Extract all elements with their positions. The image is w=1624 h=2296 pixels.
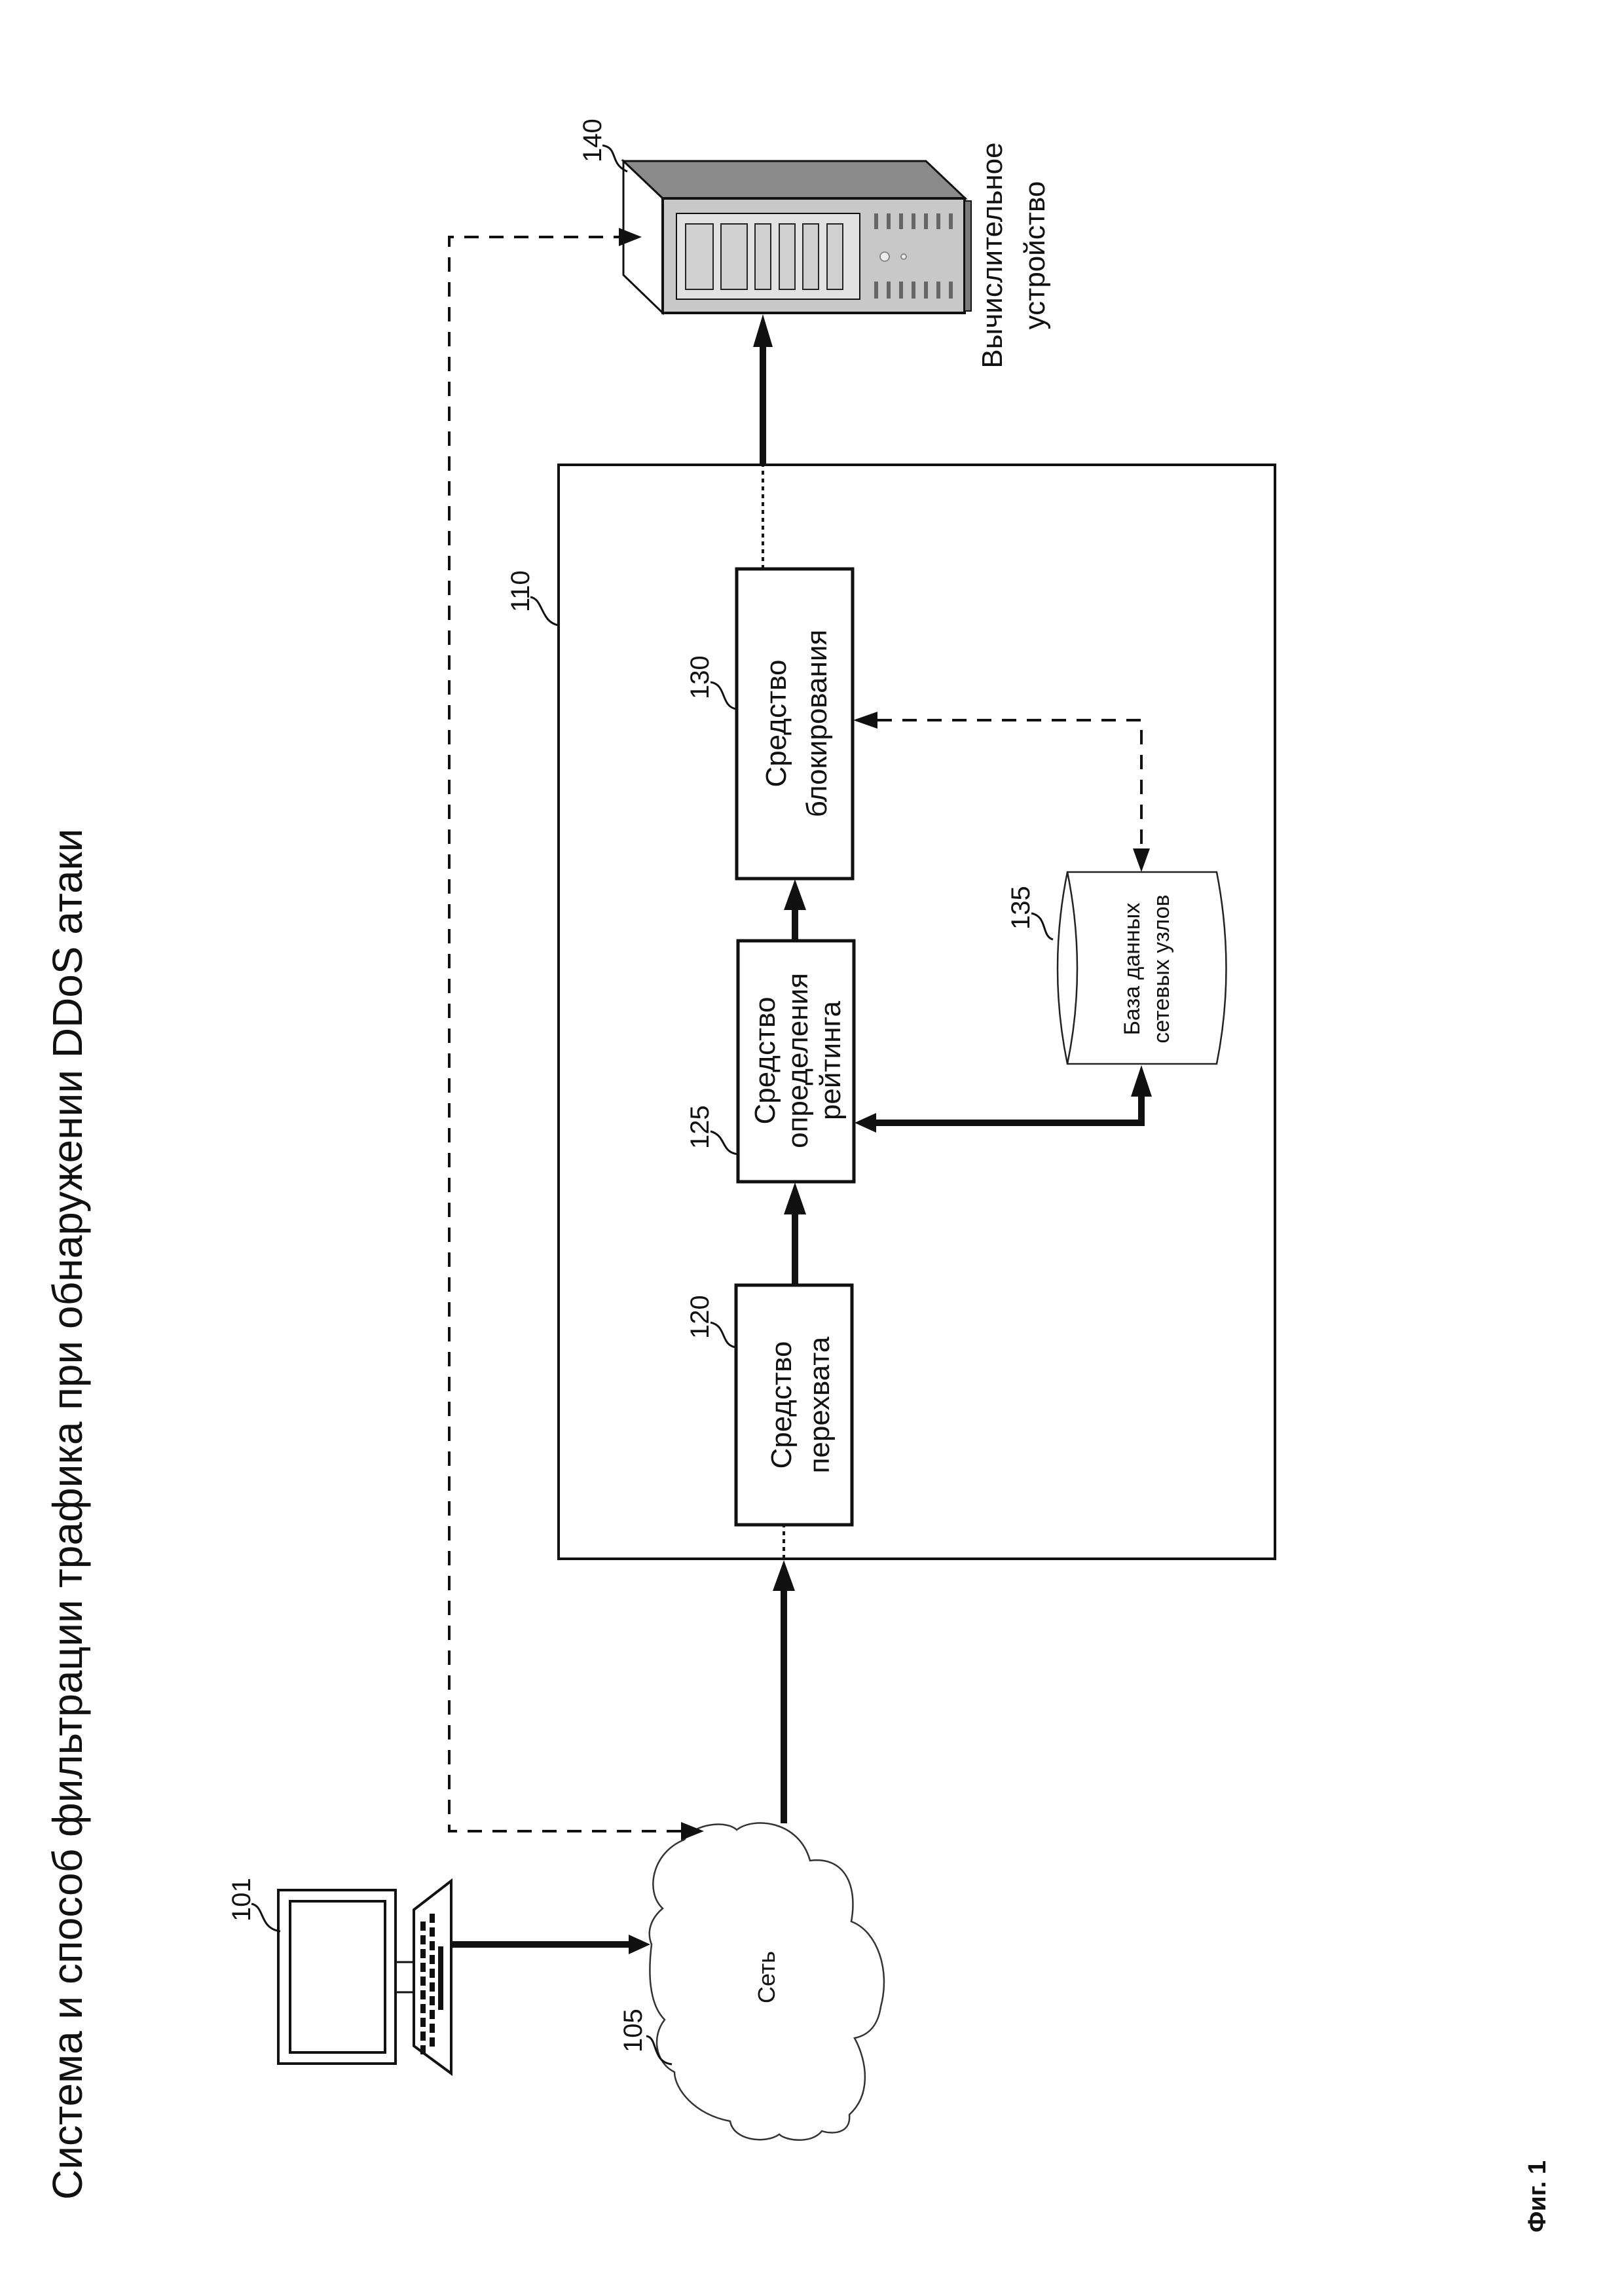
- keyboard-key: [430, 1914, 435, 1923]
- svg-text:140: 140: [578, 118, 607, 162]
- arrowhead-into-network: [629, 1935, 650, 1954]
- keyboard-key: [420, 2018, 426, 2027]
- keyboard-key: [430, 2024, 435, 2033]
- keyboard-key: [420, 1935, 426, 1944]
- arrowhead-into-system: [773, 1560, 795, 1591]
- arrowhead-into-rating-from-db: [855, 1113, 876, 1133]
- arrowhead-into-database: [1131, 1065, 1152, 1097]
- computing-device-label-line2: устройство: [1019, 181, 1051, 330]
- keyboard-key: [430, 1969, 435, 1978]
- blocking-module-label-line2: блокирования: [801, 630, 833, 818]
- arrowhead-into-blocker-from-db: [853, 712, 877, 729]
- ref-label-140: 140: [578, 118, 627, 172]
- edge-network-server-dashed: [449, 237, 681, 1831]
- edge-rating-database: [874, 1097, 1141, 1123]
- keyboard-key: [430, 1996, 435, 2005]
- keyboard-key: [420, 1990, 426, 1999]
- figure-label: Фиг. 1: [1524, 2160, 1551, 2232]
- svg-text:130: 130: [686, 655, 714, 699]
- svg-text:135: 135: [1006, 886, 1035, 930]
- svg-text:125: 125: [686, 1105, 714, 1149]
- rating-module-label-line1: Средство: [749, 997, 781, 1125]
- interception-module-label-line1: Средство: [766, 1341, 798, 1469]
- edge-blocker-database: [877, 720, 1141, 851]
- ref-label-125: 125: [686, 1105, 738, 1154]
- ref-label-120: 120: [686, 1295, 736, 1347]
- rating-module-label-line3: рейтинга: [815, 1000, 847, 1120]
- keyboard-key: [420, 2032, 426, 2041]
- desktop-computer-icon: [278, 1881, 451, 2073]
- ref-label-110: 110: [506, 570, 559, 625]
- arrowhead-into-blocker: [784, 879, 806, 910]
- blocking-module-130[interactable]: Средство блокирования: [737, 569, 853, 879]
- keyboard-key: [430, 2037, 435, 2047]
- svg-text:120: 120: [686, 1295, 714, 1339]
- keyboard-key: [430, 1982, 435, 1992]
- keyboard-key: [430, 1927, 435, 1937]
- figure-title: Система и способ фильтрации трафика при …: [44, 829, 91, 2200]
- server-tower-icon: [623, 161, 971, 313]
- keyboard-key: [430, 2010, 435, 2019]
- keyboard-key: [420, 1963, 426, 1972]
- keyboard-key: [420, 2045, 426, 2054]
- user-computer-101[interactable]: [278, 1881, 451, 2073]
- keyboard-key: [420, 2004, 426, 2013]
- arrowhead-into-server: [753, 314, 773, 347]
- arrowhead-into-database-dashed: [1133, 848, 1150, 872]
- svg-text:101: 101: [227, 1878, 256, 1922]
- ref-label-130: 130: [686, 655, 737, 709]
- database-label-line2: сетевых узлов: [1149, 894, 1174, 1043]
- ref-label-135: 135: [1006, 886, 1053, 939]
- interception-module-120[interactable]: Средство перехвата: [736, 1285, 852, 1525]
- rating-module-label-line2: определения: [782, 973, 814, 1148]
- blocking-module-label-line1: Средство: [760, 660, 792, 788]
- keyboard-key: [430, 1955, 435, 1964]
- database-label-line1: База данных: [1120, 903, 1145, 1036]
- computing-device-140[interactable]: Вычислительное устройство: [623, 142, 1051, 368]
- svg-text:105: 105: [619, 2009, 648, 2052]
- keyboard-key: [420, 1922, 426, 1931]
- rating-module-125[interactable]: Средство определения рейтинга: [738, 941, 854, 1182]
- interception-module-label-line2: перехвата: [803, 1336, 836, 1473]
- ref-label-101: 101: [227, 1878, 280, 1931]
- svg-text:110: 110: [506, 570, 535, 612]
- keyboard-key: [430, 1941, 435, 1950]
- keyboard-key: [420, 1977, 426, 1986]
- arrowhead-into-rating: [784, 1182, 806, 1214]
- computing-device-label-line1: Вычислительное: [976, 142, 1008, 368]
- network-label: Сеть: [753, 1951, 780, 2003]
- database-135[interactable]: База данных сетевых узлов: [1058, 872, 1227, 1064]
- keyboard-key: [420, 1949, 426, 1958]
- network-105[interactable]: Сеть: [650, 1823, 884, 2140]
